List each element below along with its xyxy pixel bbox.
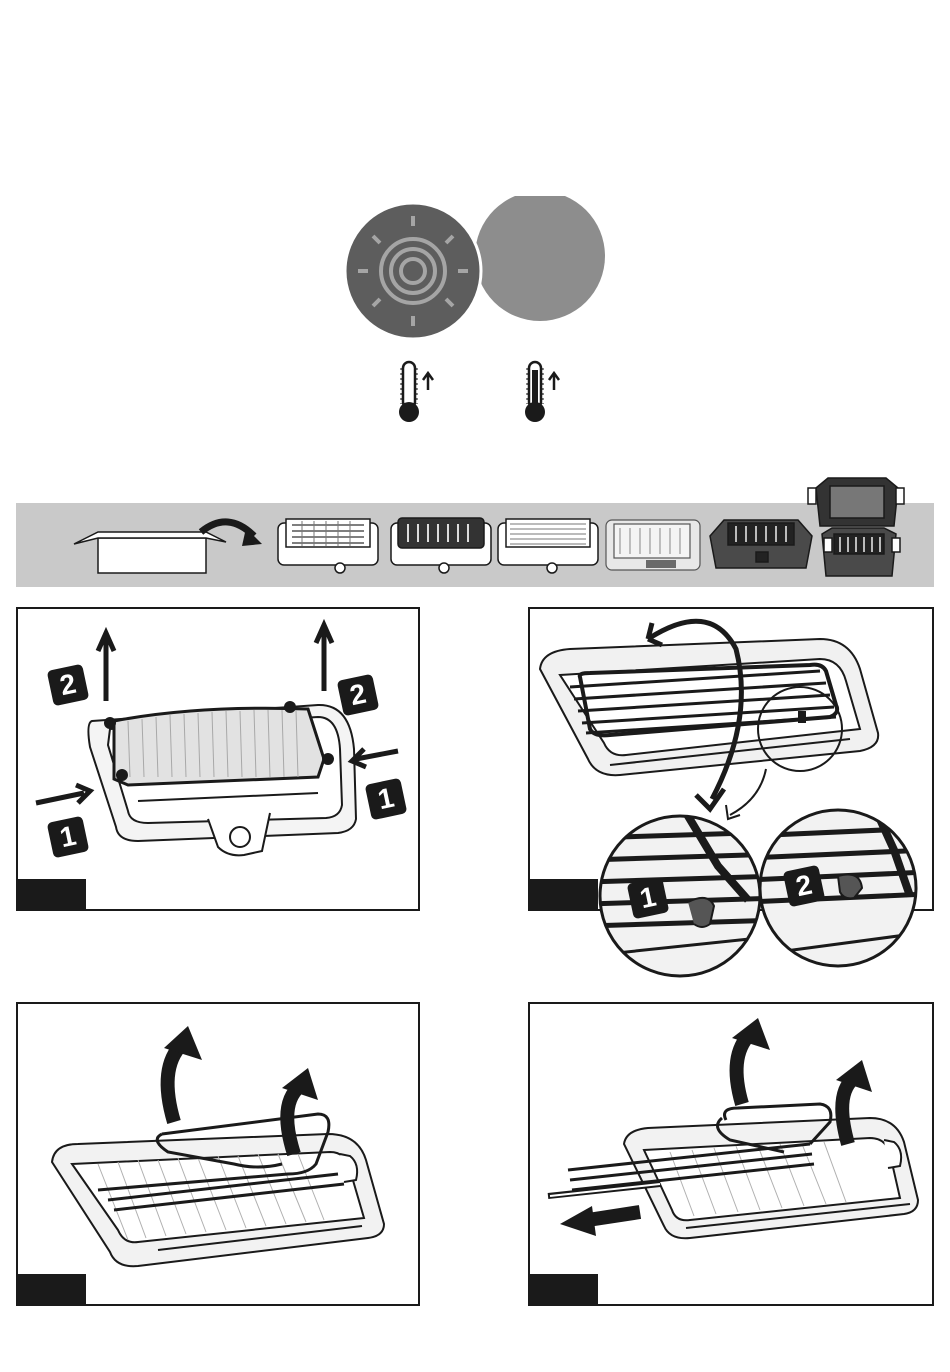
grill-model-4-icon: [606, 520, 700, 570]
panel-corner-marker: [528, 1274, 598, 1306]
step-number-badge: 2: [783, 865, 826, 908]
step-panel-lift-element: [16, 1002, 420, 1306]
heating-element-diagram: [340, 196, 610, 346]
remove-drip-tray-illustration: [18, 609, 418, 909]
panel-corner-marker: [528, 879, 598, 911]
grill-model-6-icon: [808, 478, 904, 576]
step-number-badge: 1: [47, 816, 90, 859]
panel-corner-marker: [16, 1274, 86, 1306]
packaging-box-icon: [74, 532, 226, 573]
step-number-badge: 2: [47, 664, 90, 707]
step-panel-remove-tray: 2 2 1 1: [16, 607, 420, 911]
lift-heating-element-illustration: [18, 1004, 418, 1304]
grill-model-5-icon: [710, 520, 812, 568]
thermometer-up-icon: [518, 360, 568, 424]
grill-model-1-icon: [278, 519, 378, 573]
step-number-badge: 2: [337, 674, 380, 717]
remove-heating-element-illustration: [530, 1004, 932, 1304]
detail-circle-1: [598, 806, 778, 986]
thermometer-up-icon: [392, 360, 442, 424]
grill-model-2-icon: [391, 518, 491, 573]
step-number-badge: 1: [627, 877, 670, 920]
panel-corner-marker: [16, 879, 86, 911]
plain-plate-disc: [475, 196, 605, 321]
step-number-badge: 1: [365, 778, 408, 821]
detail-circle-2: [748, 806, 922, 976]
grill-model-3-icon: [498, 519, 598, 573]
step-panel-remove-element: [528, 1002, 934, 1306]
product-range-illustrations: [16, 476, 934, 587]
